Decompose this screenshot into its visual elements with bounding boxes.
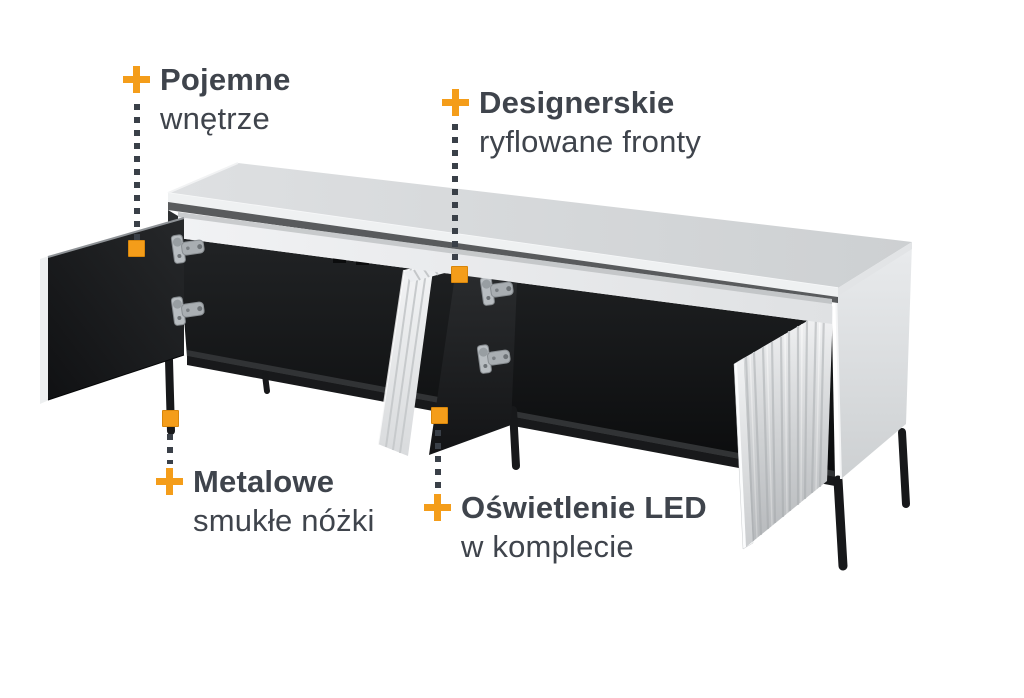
dotted-line-legs [167, 434, 173, 464]
dotted-line-led [435, 430, 441, 490]
callout-title: Designerskie [479, 85, 675, 120]
callout-metal-legs: Metalowe smukłe nóżki [156, 462, 375, 541]
callout-subtitle: smukłe nóżki [193, 503, 375, 538]
marker-interior-icon [128, 240, 145, 257]
callout-subtitle: w komplecie [461, 529, 634, 564]
callout-led-lighting: Oświetlenie LED w komplecie [424, 488, 707, 567]
callout-spacious-interior: Pojemne wnętrze [123, 60, 291, 139]
dotted-line-fronts [452, 124, 458, 262]
left-open-door [40, 217, 207, 404]
marker-legs-icon [162, 410, 179, 427]
callout-subtitle: ryflowane fronty [479, 124, 702, 159]
plus-icon [156, 468, 183, 495]
plus-icon [442, 89, 469, 116]
right-fluted-door [733, 306, 833, 550]
callout-title: Oświetlenie LED [461, 490, 707, 525]
marker-fronts-icon [451, 266, 468, 283]
right-side-panel [835, 243, 912, 480]
callout-subtitle: wnętrze [160, 101, 270, 136]
marker-led-icon [431, 407, 448, 424]
callout-title: Metalowe [193, 464, 335, 499]
dotted-line-interior [134, 104, 140, 240]
plus-icon [123, 66, 150, 93]
callout-fluted-fronts: Designerskie ryflowane fronty [442, 83, 701, 162]
plus-icon [424, 494, 451, 521]
callout-title: Pojemne [160, 62, 291, 97]
